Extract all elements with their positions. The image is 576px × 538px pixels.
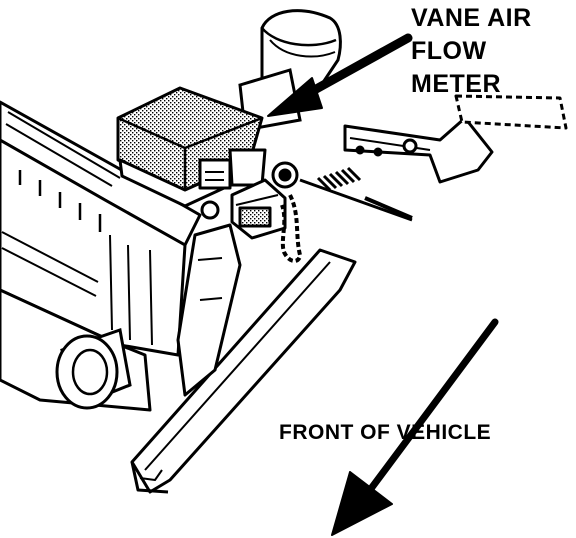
front-of-vehicle-label: FRONT OF VEHICLE — [279, 421, 492, 444]
arrow-up-left-icon — [267, 33, 413, 117]
vane-air-flow-meter — [116, 86, 267, 208]
callout-line-2: FLOW — [411, 37, 487, 65]
intake-pipe — [55, 328, 132, 410]
air-cleaner-bracket — [343, 94, 568, 184]
vane-air-flow-meter-label: VANE AIR FLOW METER — [411, 6, 532, 105]
frame-rail — [130, 223, 357, 494]
sensor-assembly — [200, 161, 413, 263]
callout-line-1: VANE AIR — [411, 4, 532, 32]
callout-line-3: METER — [411, 70, 501, 98]
arrow-down-left-icon — [331, 318, 499, 536]
